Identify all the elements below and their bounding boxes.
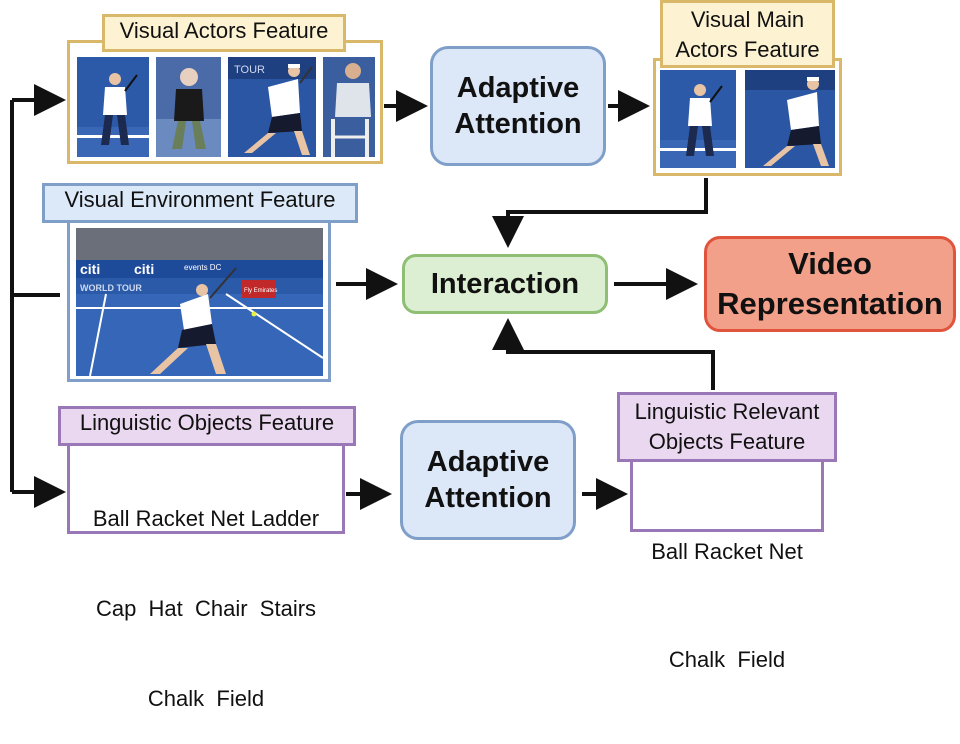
main-actors-to-interaction-arrow [492,178,708,248]
banner-text-2: citi [134,261,154,277]
linguistic-relevant-label-line2: Objects Feature [648,429,806,454]
connector-arrows [10,84,715,510]
actor-thumbnail-linesperson [323,57,375,157]
tour-text: WORLD TOUR [80,283,142,293]
linguistic-objects-box [67,430,345,534]
relevant-to-interaction-arrow [492,318,715,390]
adaptive-attention-top: Adaptive Attention [430,46,606,166]
linguistic-relevant-box [630,452,824,532]
visual-environment-label: Visual Environment Feature [42,183,358,223]
linguistic-relevant-line2: Chalk Field [668,647,786,672]
video-representation-line2: Representation [717,286,943,321]
linguistic-objects-line1: Ball Racket Net Ladder [92,506,320,531]
linguistic-objects-line2: Cap Hat Chair Stairs [95,596,317,621]
linguistic-relevant-label-line1: Linguistic Relevant [634,399,820,424]
linguistic-relevant-label: Linguistic Relevant Objects Feature [617,392,837,462]
interaction-node: Interaction [402,254,608,314]
linguistic-objects-words: Ball Racket Net Ladder Cap Hat Chair Sta… [70,444,342,711]
linguistic-relevant-words: Ball Racket Net Chalk Field [634,462,820,672]
visual-main-actors-label: Visual Main Actors Feature [660,0,835,68]
actor-thumbnail-player-1 [77,57,149,157]
svg-text:TOUR: TOUR [234,64,265,76]
banner-text-3: events DC [184,263,222,272]
visual-actors-label: Visual Actors Feature [102,14,346,52]
banner-text-1: citi [80,261,100,277]
sponsor-text: Fly Emirates [244,288,277,294]
linguistic-relevant-line1: Ball Racket Net [651,539,803,564]
video-representation-line1: Video [788,246,872,281]
video-representation-node: Video Representation [704,236,956,332]
main-actor-thumbnail-player-2 [745,70,835,168]
adaptive-attention-bottom-line2: Attention [424,482,552,514]
adaptive-attention-top-line2: Attention [454,108,582,140]
linguistic-objects-line3: Chalk Field [147,686,265,711]
adaptive-attention-bottom: Adaptive Attention [400,420,576,540]
actor-thumbnail-player-2: TOUR [228,57,316,157]
visual-main-actors-label-line1: Visual Main [690,7,805,32]
linguistic-objects-label: Linguistic Objects Feature [58,406,356,446]
visual-main-actors-label-line2: Actors Feature [675,37,820,62]
main-actor-thumbnail-player-1 [660,70,736,168]
adaptive-attention-top-line1: Adaptive [456,72,580,104]
adaptive-attention-bottom-line1: Adaptive [426,446,550,478]
actor-thumbnail-umpire [156,57,221,157]
environment-scene: citi citi events DC WORLD TOUR Fly Emira… [76,228,323,376]
